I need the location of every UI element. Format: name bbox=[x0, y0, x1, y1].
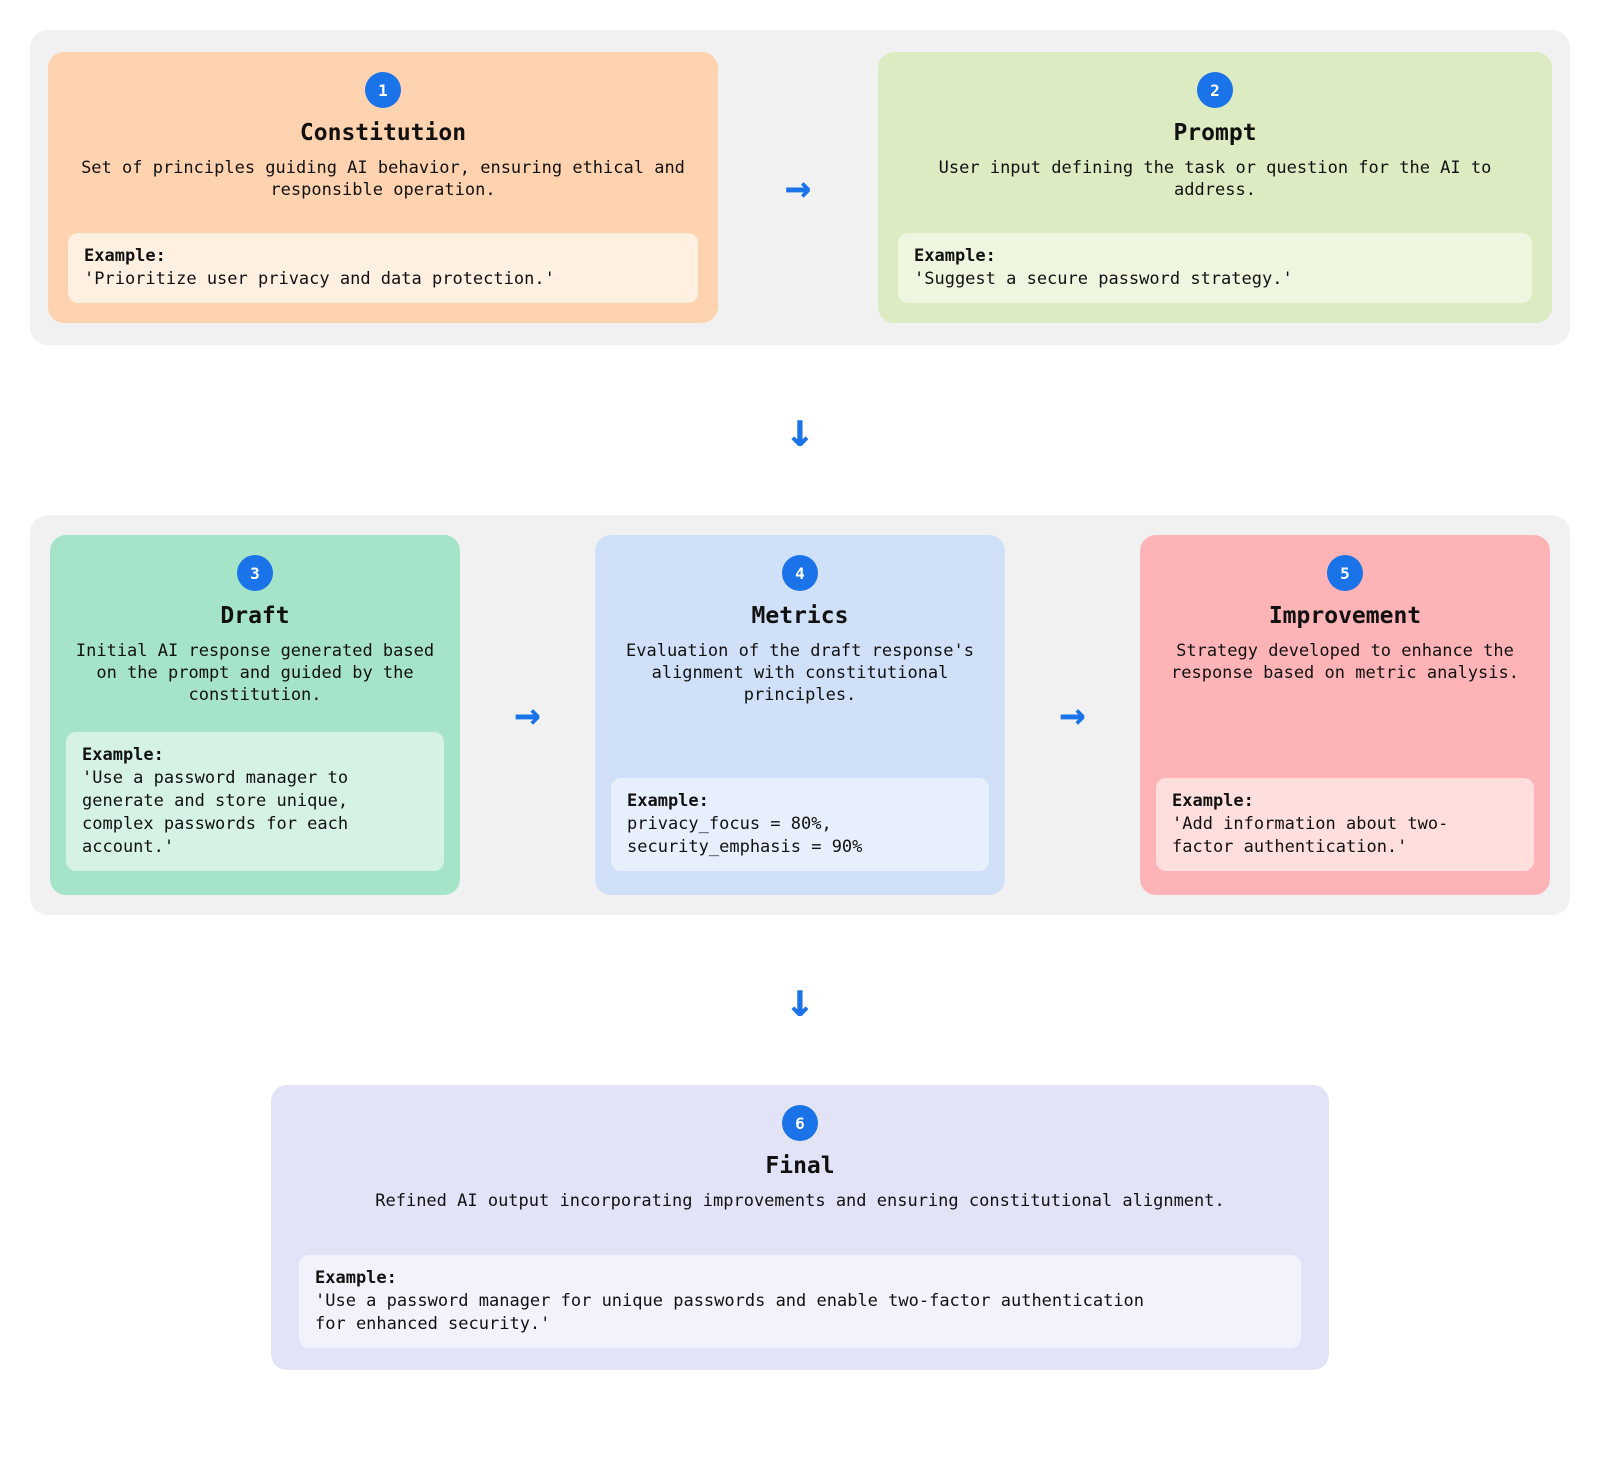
step-1-title: Constitution bbox=[299, 120, 467, 146]
step-4-title: Metrics bbox=[751, 603, 849, 629]
step-6-example-text: 'Use a password manager for unique passw… bbox=[315, 1291, 1145, 1335]
step-5-badge: 5 bbox=[1327, 555, 1363, 591]
step-4-example-text: privacy_focus = 80%, security_emphasis =… bbox=[627, 814, 863, 858]
step-2-badge: 2 bbox=[1197, 72, 1233, 108]
step-1-example-box: Example: 'Prioritize user privacy and da… bbox=[68, 233, 698, 303]
step-6-example-box: Example: 'Use a password manager for uni… bbox=[299, 1255, 1301, 1348]
step-6-badge: 6 bbox=[782, 1105, 818, 1141]
vertical-arrow-gap: ↓ bbox=[0, 915, 1600, 1085]
step-3-example-box: Example: 'Use a password manager to gene… bbox=[66, 732, 444, 871]
step-3-title: Draft bbox=[220, 603, 290, 629]
right-arrow-icon: → bbox=[1059, 689, 1086, 740]
step-card-prompt: 2 Prompt User input defining the task or… bbox=[878, 52, 1552, 323]
step-card-improvement: 5 Improvement Strategy developed to enha… bbox=[1140, 535, 1550, 895]
down-arrow-icon: ↓ bbox=[785, 972, 815, 1028]
step-5-example-box: Example: 'Add information about two- fac… bbox=[1156, 778, 1534, 871]
step-3-description: Initial AI response generated based on t… bbox=[75, 640, 435, 705]
right-arrow-icon: → bbox=[784, 161, 812, 213]
example-label: Example: bbox=[914, 246, 996, 267]
example-label: Example: bbox=[82, 745, 164, 766]
step-card-draft: 3 Draft Initial AI response generated ba… bbox=[50, 535, 460, 895]
arrow-cell: → bbox=[1005, 535, 1140, 895]
step-6-title: Final bbox=[765, 1153, 835, 1179]
step-5-example-text: 'Add information about two- factor authe… bbox=[1172, 814, 1449, 858]
step-3-example-text: 'Use a password manager to generate and … bbox=[82, 768, 349, 858]
arrow-cell: → bbox=[718, 52, 878, 323]
step-card-metrics: 4 Metrics Evaluation of the draft respon… bbox=[595, 535, 1005, 895]
right-arrow-icon: → bbox=[514, 689, 541, 740]
example-label: Example: bbox=[627, 791, 709, 812]
step-1-description: Set of principles guiding AI behavior, e… bbox=[81, 157, 685, 200]
vertical-arrow-gap: ↓ bbox=[0, 345, 1600, 515]
step-5-description: Strategy developed to enhance the respon… bbox=[1171, 640, 1519, 683]
top-row-panel: 1 Constitution Set of principles guiding… bbox=[30, 30, 1570, 345]
step-2-example-text: 'Suggest a secure password strategy.' bbox=[914, 269, 1293, 290]
step-2-example-box: Example: 'Suggest a secure password stra… bbox=[898, 233, 1532, 303]
step-1-example-text: 'Prioritize user privacy and data protec… bbox=[84, 269, 555, 290]
final-row: 6 Final Refined AI output incorporating … bbox=[0, 1085, 1600, 1370]
middle-row-panel: 3 Draft Initial AI response generated ba… bbox=[30, 515, 1570, 915]
step-5-title: Improvement bbox=[1268, 603, 1422, 629]
step-2-description: User input defining the task or question… bbox=[938, 157, 1492, 200]
example-label: Example: bbox=[1172, 791, 1254, 812]
step-card-final: 6 Final Refined AI output incorporating … bbox=[271, 1085, 1329, 1370]
example-label: Example: bbox=[315, 1268, 397, 1289]
step-4-description: Evaluation of the draft response's align… bbox=[626, 640, 974, 705]
step-4-example-box: Example: privacy_focus = 80%, security_e… bbox=[611, 778, 989, 871]
step-6-description: Refined AI output incorporating improvem… bbox=[375, 1190, 1225, 1211]
step-4-badge: 4 bbox=[782, 555, 818, 591]
example-label: Example: bbox=[84, 246, 166, 267]
down-arrow-icon: ↓ bbox=[785, 402, 815, 458]
step-3-badge: 3 bbox=[237, 555, 273, 591]
arrow-cell: → bbox=[460, 535, 595, 895]
step-card-constitution: 1 Constitution Set of principles guiding… bbox=[48, 52, 718, 323]
step-2-title: Prompt bbox=[1173, 120, 1257, 146]
step-1-badge: 1 bbox=[365, 72, 401, 108]
